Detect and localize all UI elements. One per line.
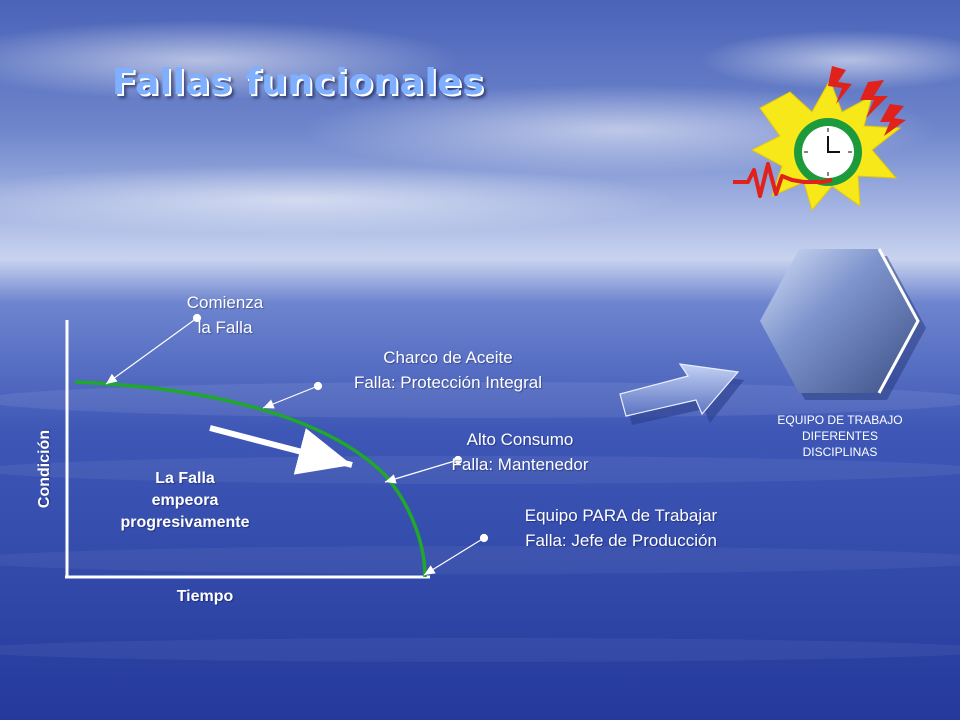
progression-line2: empeora [151,492,219,509]
annotation-equipo-line1: Equipo PARA de Trabajar [524,506,718,525]
annotation-charco-line2: Falla: Protección Integral [353,373,543,392]
annotation-equipo: Equipo PARA de Trabajar Falla: Jefe de P… [486,503,756,553]
y-axis-label: Condición [36,429,53,509]
annotation-alto: Alto Consumo Falla: Mantenedor [430,427,610,477]
x-axis-label: Tiempo [176,588,234,605]
annotation-alto-line2: Falla: Mantenedor [451,455,589,474]
progression-arrow [209,425,353,475]
team-caption-line2: DIFERENTES [801,429,878,443]
progression-line1: La Falla [155,470,215,487]
clock-burst-icon [733,66,906,212]
annotation-charco-line1: Charco de Aceite [383,348,513,367]
progression-line3: progresivamente [120,514,250,531]
leader-lines [105,313,489,576]
annotation-charco: Charco de Aceite Falla: Protección Integ… [318,345,578,395]
team-caption: EQUIPO DE TRABAJO DIFERENTES DISCIPLINAS [750,412,930,460]
annotation-comienza: Comienza la Falla [160,290,290,340]
team-arrow [619,363,744,425]
annotation-equipo-line2: Falla: Jefe de Producción [525,531,717,550]
degradation-curve [74,380,427,578]
team-caption-line3: DISCIPLINAS [802,445,878,459]
progression-text: La Falla empeora progresivamente [90,468,280,534]
team-hexagon [760,248,926,400]
annotation-alto-line1: Alto Consumo [466,430,574,449]
slide-title: Fallas funcionales [112,62,485,103]
team-caption-line1: EQUIPO DE TRABAJO [777,413,903,427]
annotation-comienza-line1: Comienza [186,293,264,312]
annotation-comienza-line2: la Falla [197,318,253,337]
